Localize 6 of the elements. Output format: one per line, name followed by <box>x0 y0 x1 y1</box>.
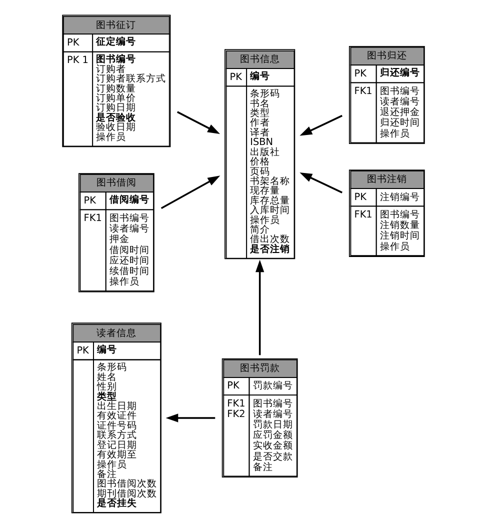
arrow <box>160 176 220 210</box>
arrow <box>299 172 342 194</box>
arrow <box>299 114 342 136</box>
arrow <box>165 414 215 422</box>
arrow <box>176 111 220 134</box>
arrow <box>255 260 264 356</box>
